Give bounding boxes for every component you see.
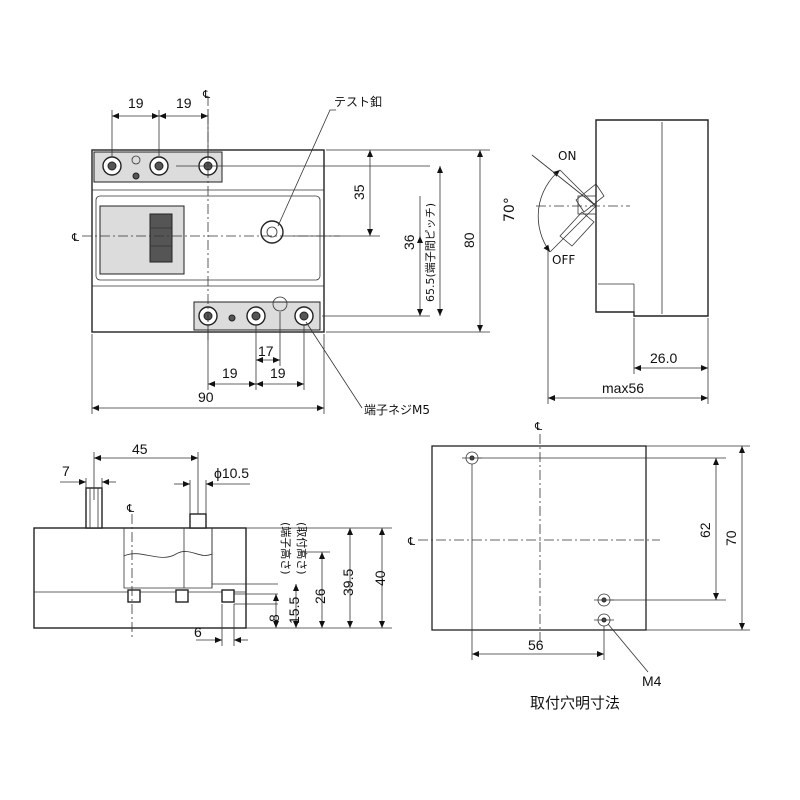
breaker-body-side	[595, 119, 709, 317]
post-right	[189, 513, 207, 529]
leader-terminal-screw	[305, 321, 363, 409]
dim-top-pitch-right: 19	[176, 95, 192, 111]
angle-arc	[537, 169, 561, 253]
dim-top-pitch-left: 19	[128, 95, 144, 111]
dim-height-80: 80	[461, 232, 477, 248]
label-mount-height: (取付高さ)	[295, 522, 309, 575]
dim-height-8: 8	[266, 614, 282, 622]
dim-angle-70: 70°	[502, 197, 518, 222]
centerline-symbol-mount-v: ℄	[534, 420, 542, 433]
label-terminal-height: (端子高さ)	[279, 522, 293, 575]
dim-height-39-5: 39.5	[340, 569, 356, 596]
bottom-view: ℄ 45 7 ϕ10.5 8 15.5 26 39.5 40 (端子高さ) (取…	[33, 441, 392, 646]
dim-bottom-pitch-right: 19	[270, 365, 286, 381]
leader-m4	[607, 623, 649, 673]
centerline-symbol-h: ℄	[71, 231, 79, 244]
mounting-holes	[462, 451, 614, 627]
toggle-handle	[149, 213, 173, 263]
mounting-view: ℄ ℄ 62 70 56 M4 取付穴明寸法	[407, 420, 750, 712]
mounting-outline	[431, 445, 647, 631]
label-on: ON	[558, 149, 576, 163]
label-off: OFF	[552, 253, 575, 267]
dim-height-40: 40	[372, 570, 388, 586]
dim-width-90: 90	[198, 389, 214, 405]
dim-bottom-17: 17	[258, 343, 274, 359]
dim-depth-36: 36	[401, 234, 417, 250]
front-view: ℄ ℄ 19 19 35 36 65.5(端子間ピッチ) 80 17 1	[71, 88, 490, 417]
dim-offset-7: 7	[62, 463, 70, 479]
label-terminal-screw: 端子ネジM5	[364, 403, 430, 417]
handle-on-position	[575, 183, 605, 213]
dim-diameter-10-5: ϕ10.5	[214, 465, 249, 481]
dim-terminal-6: 6	[194, 624, 202, 640]
dim-depth-35: 35	[351, 184, 367, 200]
breaker-body-bottom	[33, 527, 247, 629]
dim-depth-26-0: 26.0	[650, 350, 677, 366]
centerline-symbol-mount-h: ℄	[407, 535, 415, 548]
test-button	[260, 220, 284, 244]
terminal-bolts	[127, 589, 235, 603]
centerline-symbol-bottom: ℄	[126, 502, 134, 515]
dim-height-26: 26	[312, 588, 328, 604]
dim-max-56: max56	[602, 380, 644, 396]
dim-outer-70: 70	[723, 530, 739, 546]
dim-spacing-45: 45	[132, 441, 148, 457]
label-test-button: テスト釦	[334, 94, 382, 109]
centerline-symbol-v: ℄	[202, 88, 210, 101]
dim-pitch-65-5: 65.5(端子間ピッチ)	[424, 203, 437, 302]
dim-width-56: 56	[528, 637, 544, 653]
side-view: 70° ON OFF 26.0 max56	[502, 119, 709, 404]
leader-test-button	[277, 109, 336, 227]
dim-hole-62: 62	[697, 522, 713, 538]
label-m4: M4	[642, 673, 662, 689]
caption-mounting-dimensions: 取付穴明寸法	[530, 694, 620, 712]
dim-height-15-5: 15.5	[286, 597, 302, 624]
dim-bottom-pitch-left: 19	[222, 365, 238, 381]
handle-off-position	[559, 211, 595, 247]
